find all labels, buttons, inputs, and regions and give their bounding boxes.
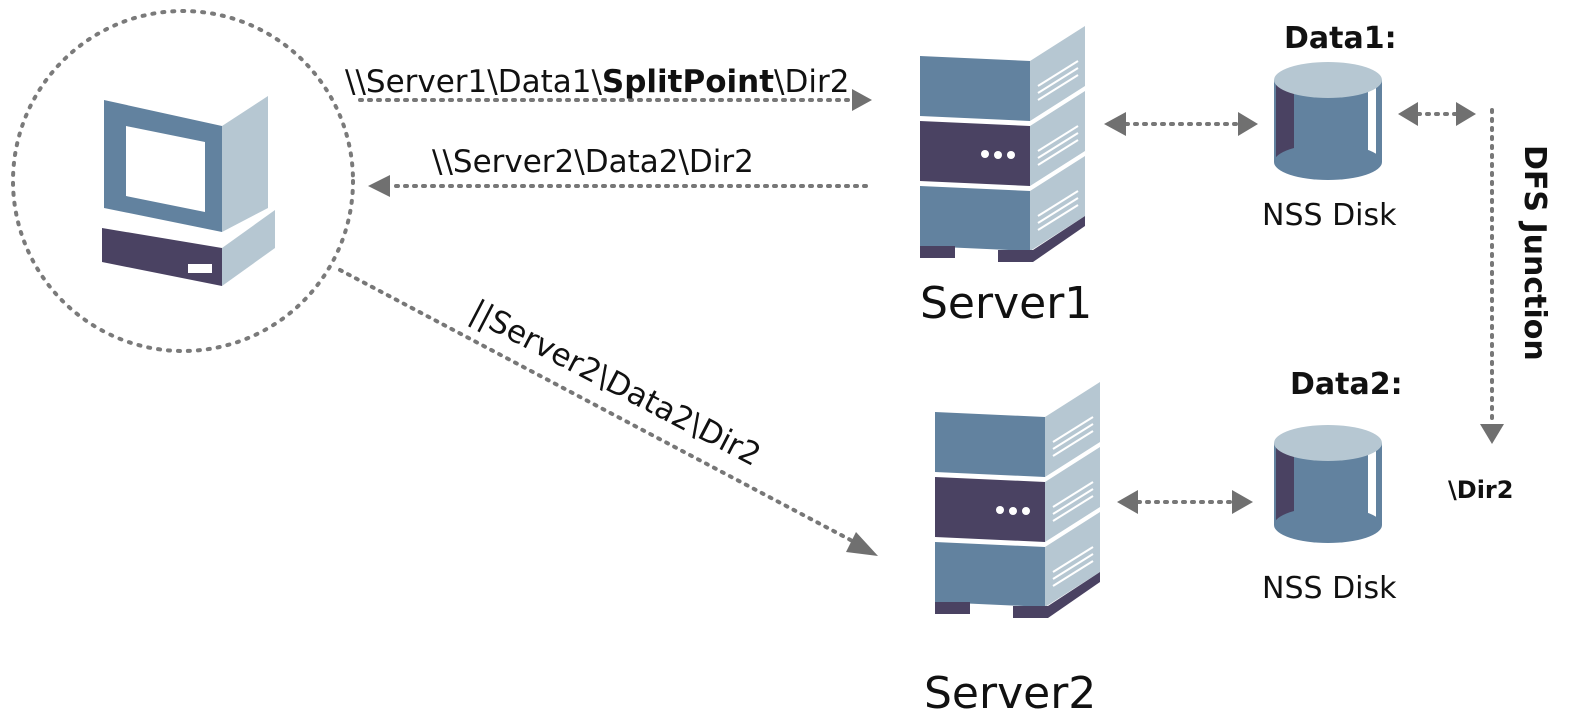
junction-link (1398, 102, 1476, 126)
data1-volume-label: Data1: (1284, 21, 1397, 56)
server1-disk-link (1104, 112, 1258, 136)
workstation (11, 9, 355, 353)
arrow-icon (846, 532, 878, 556)
retry-path-label: ||Server2\Data2\Dir2 (464, 293, 766, 474)
dfs-junction-label: DFS Junction (1517, 145, 1552, 361)
disk-icon (1274, 425, 1382, 543)
disk2-label: NSS Disk (1262, 571, 1397, 606)
workstation-boundary (11, 9, 355, 353)
disk1-label: NSS Disk (1262, 198, 1397, 233)
server-icon (934, 381, 1101, 619)
arrow-icon (1480, 424, 1504, 444)
data2-volume-label: Data2: (1290, 367, 1403, 402)
server-icon (919, 25, 1086, 263)
server2-disk-link (1117, 490, 1253, 514)
server2-label: Server2 (924, 668, 1096, 719)
redirect-path-label: \\Server2\Data2\Dir2 (432, 144, 754, 180)
retry-arrow (338, 268, 878, 556)
workstation-icon (102, 96, 275, 286)
arrow-icon (852, 89, 872, 111)
server1-label: Server1 (920, 278, 1092, 329)
arrow-icon (368, 175, 390, 197)
request-arrow (358, 89, 872, 111)
disk-icon (1274, 62, 1382, 180)
junction-target-label: \Dir2 (1448, 476, 1513, 504)
request-path-label: \\Server1\Data1\SplitPoint\Dir2 (345, 64, 849, 100)
dfs-junction-arrow (1480, 108, 1504, 444)
redirect-arrow (368, 175, 868, 197)
